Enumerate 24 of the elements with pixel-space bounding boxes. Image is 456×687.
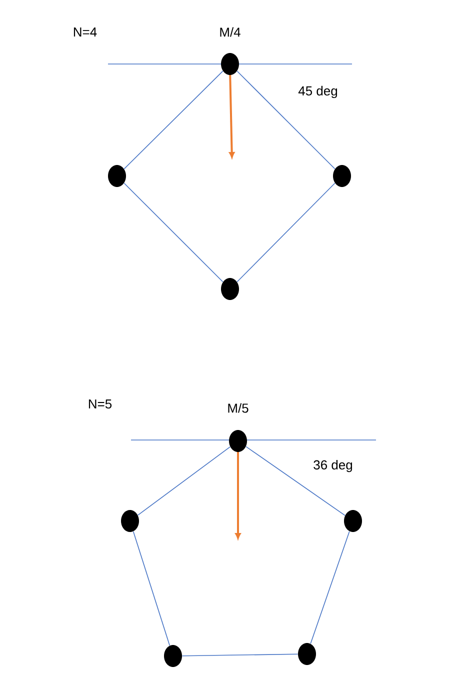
label: N=4 xyxy=(74,28,97,36)
label: M/4 xyxy=(220,27,240,37)
polygon-side xyxy=(182,654,298,656)
mass-dot xyxy=(164,645,182,667)
mass-dot xyxy=(229,430,247,452)
label: 45 deg xyxy=(298,86,338,98)
polygon-side xyxy=(236,182,336,282)
label: 36 deg xyxy=(314,460,352,472)
polygon-side xyxy=(132,531,170,646)
polygon-side xyxy=(124,70,224,170)
mass-dot xyxy=(298,643,316,665)
label: N=5 xyxy=(88,399,112,409)
polygon-side xyxy=(137,446,231,516)
label: M/5 xyxy=(228,403,248,413)
mass-dot xyxy=(221,278,239,300)
mass-dot xyxy=(221,53,239,75)
mass-dot xyxy=(108,165,126,187)
mass-dot xyxy=(344,510,362,532)
polygon-side xyxy=(124,182,224,282)
polygon-side xyxy=(310,530,350,644)
mass-dot xyxy=(121,510,139,532)
polygon-side xyxy=(246,446,346,516)
polygon-side xyxy=(236,70,336,170)
mass-dot xyxy=(333,165,351,187)
